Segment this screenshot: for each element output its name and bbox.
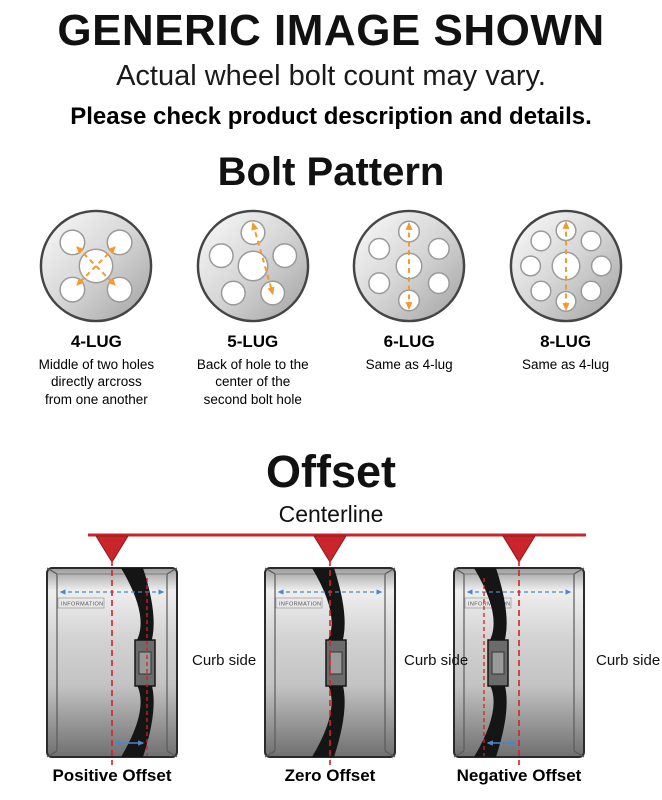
curb-side-label: Curb side xyxy=(192,652,257,669)
generic-image-title: GENERIC IMAGE SHOWN xyxy=(57,6,605,55)
offset-title: Offset xyxy=(265,446,396,497)
bolt-pattern-4lug: 4-LUG Middle of two holes directly arcro… xyxy=(20,207,172,408)
wheel-8lug-icon xyxy=(509,209,622,323)
lug-label: 5-LUG xyxy=(227,332,279,351)
lug-description: Middle of two holes directly arcross fro… xyxy=(38,357,155,407)
negative-offset-caption: Negative Offset xyxy=(456,766,582,785)
rim-flange xyxy=(384,567,396,758)
centerline-pointer-bar xyxy=(88,533,586,563)
lug-description: Same as 4-lug xyxy=(522,357,610,372)
lug-hole xyxy=(208,243,234,269)
hub-center xyxy=(329,651,343,675)
lug-hole xyxy=(580,230,602,252)
bolt-pattern-6lug: 6-LUG Same as 4-lug xyxy=(333,207,485,408)
bolt-pattern-row: 4-LUG Middle of two holes directly arcro… xyxy=(0,207,662,408)
rim-sticker xyxy=(57,597,105,609)
rim-flange xyxy=(573,567,585,758)
negative-offset-wheel-diagram: INFORMATION xyxy=(453,560,585,765)
curb-side-label: Curb side xyxy=(596,652,661,669)
rim-sticker xyxy=(275,597,323,609)
lug-hole xyxy=(59,229,86,256)
centerline-triangle xyxy=(502,535,536,563)
rim-sticker-text: INFORMATION xyxy=(468,602,511,608)
rim-flange xyxy=(46,567,58,758)
lug-hole xyxy=(106,229,134,256)
lug-hole xyxy=(427,272,451,295)
center-bore xyxy=(237,250,269,282)
rim-sticker xyxy=(464,597,512,609)
lug-hole xyxy=(427,237,451,260)
wheel-4lug-icon xyxy=(40,209,153,323)
measure-line xyxy=(251,222,275,296)
lug-hole xyxy=(519,255,541,277)
lug-hole xyxy=(368,272,391,295)
centerline-triangle xyxy=(313,535,347,563)
rim-sticker-text: INFORMATION xyxy=(61,602,104,608)
zero-offset-wheel-diagram: INFORMATION xyxy=(264,560,396,765)
wheel-5lug-icon xyxy=(196,209,310,323)
lug-label: 4-LUG xyxy=(70,332,122,351)
lug-label: 6-LUG xyxy=(383,332,435,351)
rim-flange xyxy=(453,567,465,758)
rim-flange xyxy=(264,567,276,758)
lug-hole xyxy=(529,230,552,252)
bolt-pattern-title: Bolt Pattern xyxy=(217,150,445,194)
bolt-pattern-8lug: 8-LUG Same as 4-lug xyxy=(490,207,642,408)
rim-flange xyxy=(166,567,178,758)
check-description-note: Please check product description and det… xyxy=(70,103,592,130)
lug-hole xyxy=(220,280,246,306)
zero-offset-caption: Zero Offset xyxy=(284,766,376,785)
centerline-label: Centerline xyxy=(278,501,384,527)
bolt-count-subtitle: Actual wheel bolt count may vary. xyxy=(116,60,546,92)
hub-center xyxy=(138,651,152,675)
lug-description: Back of hole to the center of the second… xyxy=(196,357,309,407)
lug-description: Same as 4-lug xyxy=(365,357,453,372)
hub-center xyxy=(491,651,505,675)
lug-hole xyxy=(580,280,602,302)
curb-side-label: Curb side xyxy=(404,652,469,669)
rim-sticker-text: INFORMATION xyxy=(279,602,322,608)
lug-hole xyxy=(590,255,612,277)
lug-label: 8-LUG xyxy=(540,332,592,351)
positive-offset-caption: Positive Offset xyxy=(52,766,172,785)
center-bore xyxy=(551,251,581,281)
lug-hole xyxy=(272,243,298,269)
wheel-6lug-icon xyxy=(352,209,466,323)
lug-hole xyxy=(368,237,391,260)
centerline-triangle xyxy=(95,535,129,563)
positive-offset-wheel-diagram: INFORMATION xyxy=(46,560,178,765)
center-bore xyxy=(395,252,423,280)
lug-hole xyxy=(529,280,552,302)
bolt-pattern-5lug: 5-LUG Back of hole to the center of the … xyxy=(177,207,329,408)
